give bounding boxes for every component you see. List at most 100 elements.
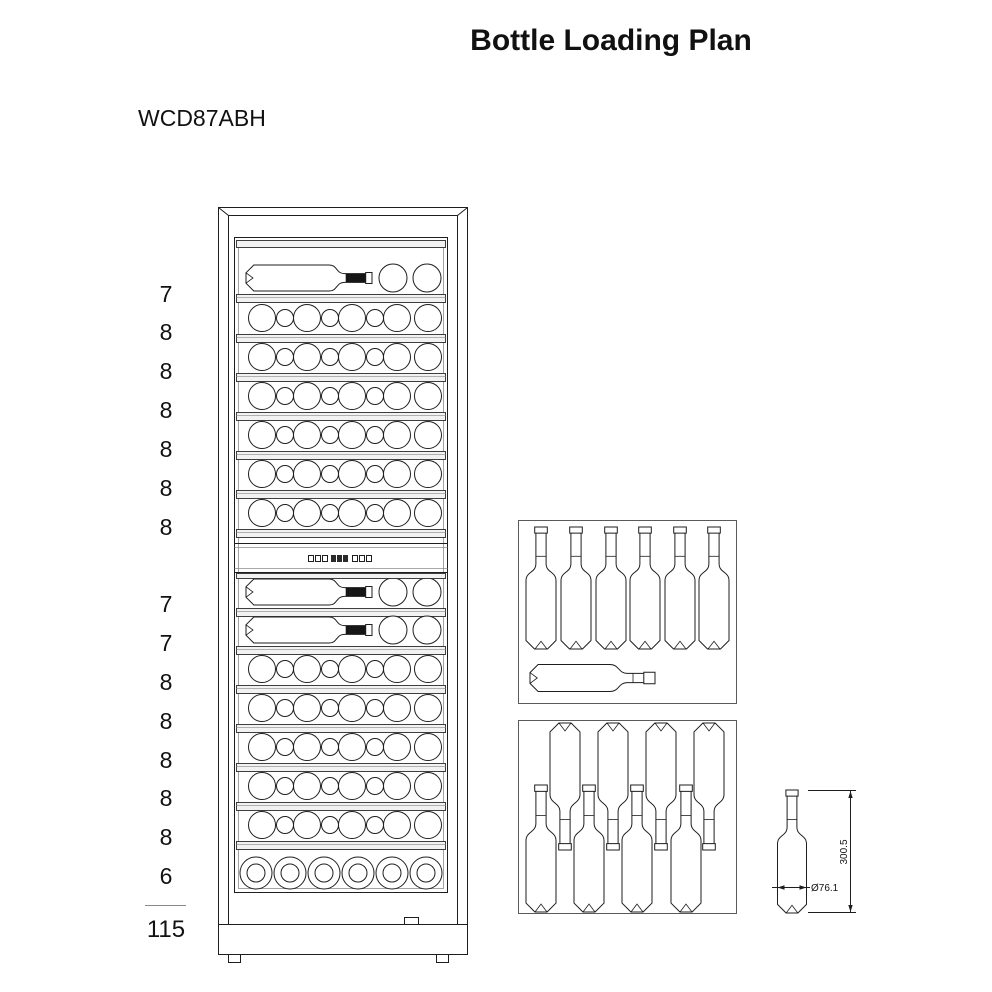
bottle-end-circle — [338, 382, 366, 410]
lower-shelf-5 — [236, 763, 446, 772]
panel-frame — [518, 720, 737, 914]
panel-bottles — [525, 526, 730, 692]
bottle-upright-punt — [534, 640, 548, 650]
bottle-end-circle — [276, 309, 294, 327]
bottle-upright-outline — [525, 784, 557, 913]
bottle-upright — [525, 526, 557, 650]
bottle-end-circle — [366, 309, 384, 327]
bottle-end-circle — [293, 304, 321, 332]
upper-row-7 — [248, 499, 442, 527]
bottle-upright-lip — [707, 526, 721, 534]
bottle-upright-outline — [595, 526, 627, 650]
bottle-end-circle — [276, 816, 294, 834]
bottle-inverted-punt — [606, 722, 620, 732]
bottle-end-circle — [293, 460, 321, 488]
bottle-inverted-lip — [558, 843, 572, 851]
panel-bottles — [525, 722, 725, 913]
bottle-end-circle — [338, 655, 366, 683]
bottle-end-circle — [321, 465, 339, 483]
upper-shelf-7 — [236, 529, 446, 538]
lower-shelf-count-1: 7 — [159, 591, 173, 617]
lower-shelf-5-edge — [236, 763, 446, 772]
bottle-lying-outline — [529, 664, 656, 692]
bottle-end-circle — [293, 811, 321, 839]
upper-row-4 — [248, 382, 442, 410]
bottle-end-circle — [248, 460, 276, 488]
upper-shelf-count-2: 8 — [159, 319, 173, 345]
loading-layout-panel-bottom — [518, 720, 737, 914]
bottle-upright-outline — [698, 526, 730, 650]
bottle-end-circle — [248, 811, 276, 839]
bottle-end-circle — [383, 460, 411, 488]
bottle-inverted-outline — [549, 722, 581, 851]
bottle-upright-lip — [604, 526, 618, 534]
bottle-end-circle — [414, 772, 442, 800]
bottle-end-circle — [383, 421, 411, 449]
bottle-end-circle — [293, 772, 321, 800]
upper-shelf-5 — [236, 451, 446, 460]
diameter-arrow-right — [799, 885, 807, 890]
bottle-end-circle — [248, 304, 276, 332]
height-label: 300.5 — [839, 839, 850, 864]
bottle-lying — [529, 664, 656, 692]
bottle-end-circle — [338, 772, 366, 800]
bottle-upright-outline — [560, 526, 592, 650]
bottle-upright-lip — [630, 784, 644, 792]
wine-cabinet — [218, 207, 468, 963]
bottle-upright-punt — [638, 640, 652, 650]
bottle-upright-punt — [673, 640, 687, 650]
upper-row-3 — [248, 343, 442, 371]
temperature-display-digit — [343, 555, 348, 562]
lower-row-6 — [248, 772, 442, 800]
bottle-end-circle — [414, 694, 442, 722]
bottle-upright-punt — [604, 640, 618, 650]
model-number: WCD87ABH — [138, 105, 266, 131]
lower-shelf-2-edge — [236, 646, 446, 655]
bottle-end-circle — [383, 655, 411, 683]
bottle-end-circle — [383, 733, 411, 761]
bottle-end-circle — [366, 738, 384, 756]
bottle-inverted-outline — [693, 722, 725, 851]
bottle-end-circle — [414, 382, 442, 410]
bottle-end-circle — [248, 733, 276, 761]
bottle-end-circle — [338, 811, 366, 839]
bottle-upright-punt — [707, 640, 721, 650]
bottle-end-circle — [276, 660, 294, 678]
bottle-end-circle — [383, 499, 411, 527]
page-title: Bottle Loading Plan — [470, 24, 752, 57]
bottle-lying-side — [245, 264, 373, 292]
bottle-upright-punt — [630, 903, 644, 913]
bottle-end-circle — [383, 772, 411, 800]
bottle-end-circle — [412, 615, 442, 645]
lower-shelf-7 — [236, 841, 446, 850]
upper-shelf-3 — [236, 373, 446, 382]
control-panel-frame — [234, 543, 448, 573]
bottle-end-circle — [276, 699, 294, 717]
bottle-upright — [629, 526, 661, 650]
bottle-upright-outline — [525, 526, 557, 650]
bottle-end-circle — [276, 465, 294, 483]
temperature-display-digit — [331, 555, 336, 562]
bottle-end-circle — [366, 465, 384, 483]
reference-bottle-lip — [785, 789, 799, 797]
foot-right — [436, 954, 449, 963]
bottle-end-circle — [366, 816, 384, 834]
bottle-lying-side — [245, 578, 373, 606]
bottle-end-circle — [321, 777, 339, 795]
bottle-upright-punt — [569, 640, 583, 650]
lower-row-5 — [248, 733, 442, 761]
bottle-lying-side-capsule — [345, 625, 371, 635]
panel-frame — [518, 520, 737, 704]
upper-shelf-4-edge — [236, 412, 446, 421]
upper-shelf-3-edge — [236, 373, 446, 382]
bottle-end-circle — [383, 304, 411, 332]
bottle-end-circle — [248, 343, 276, 371]
lower-row-8 — [239, 856, 443, 890]
upper-shelf-5-edge — [236, 451, 446, 460]
bottle-end-circle — [321, 348, 339, 366]
bottle-end-circle — [293, 421, 321, 449]
control-button — [308, 555, 314, 562]
bottle-upright-lip — [679, 784, 693, 792]
bottle-end-circle — [378, 263, 408, 293]
bottle-end-circle — [276, 426, 294, 444]
